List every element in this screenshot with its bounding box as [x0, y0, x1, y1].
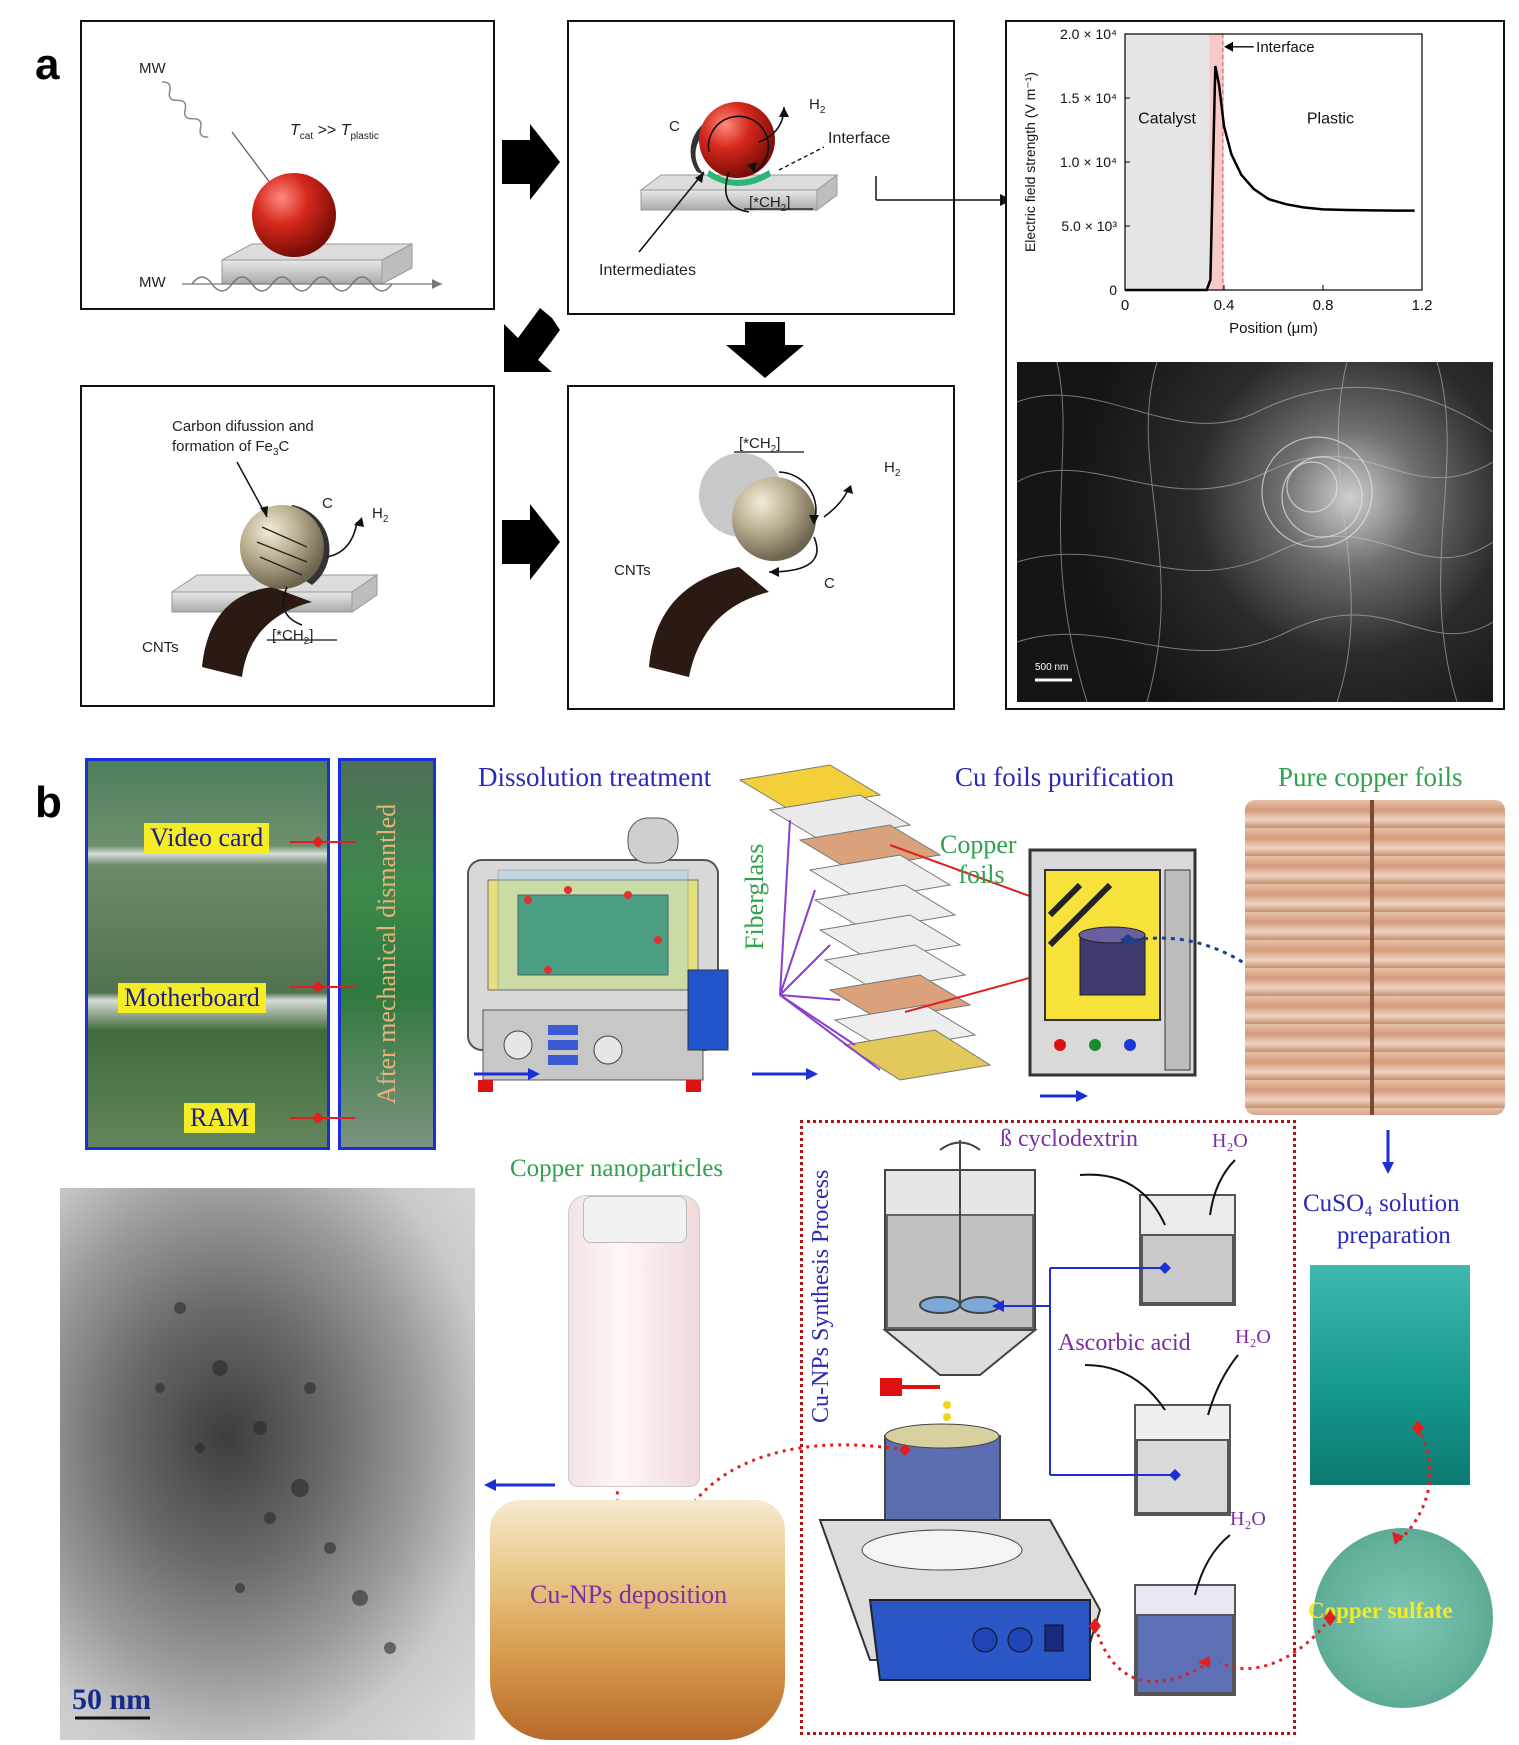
cnts-label: CNTs [614, 562, 651, 579]
mechanism-step-1: MW MW Tcat >> Tplastic [80, 20, 495, 310]
interface-label: Interface [828, 130, 891, 147]
copper-foils-label: Copper foils [940, 830, 1017, 889]
nanoparticle-texture [75, 1302, 396, 1720]
y-tick-label: 5.0 × 10³ [1061, 218, 1117, 234]
mechanism-step-4: [*CH2] H2 CNTs C [567, 385, 955, 710]
cnts-label: CNTs [142, 639, 179, 656]
chart-region-0 [1125, 34, 1210, 290]
field-strength-chart: 0 0.4 0.8 1.2 0 5.0 × 10³ 1.0 × 10⁴ 1.5 × 10⁴ 2.… [1022, 26, 1433, 337]
y-tick-label: 0 [1109, 282, 1117, 298]
carbon-label: C [669, 118, 680, 135]
layer-stack [738, 764, 1151, 1081]
ewaste-boards-frame: Video card Motherboard RAM [85, 758, 330, 1150]
interface-pointer-arrowhead [1224, 41, 1233, 52]
y-tick-label: 2.0 × 10⁴ [1060, 26, 1117, 42]
cuso4-solution-photo [1310, 1265, 1470, 1485]
dismantled-frame: After mechanical dismantled [338, 758, 436, 1150]
sem-image: 500 nm [1017, 362, 1493, 702]
motherboard-label: Motherboard [118, 983, 266, 1013]
tem-scale-bar-label: 50 nm [72, 1683, 152, 1716]
h2-label: H2 [884, 459, 901, 479]
mechanism-step-2: C H2 Interface [*CH2] Intermediates [567, 20, 955, 315]
ascorbic-acid-label: Ascorbic acid [1058, 1330, 1191, 1356]
carbon-label: C [322, 495, 333, 512]
y-tick-label: 1.0 × 10⁴ [1060, 154, 1117, 170]
y-tick-label: 1.5 × 10⁴ [1060, 90, 1117, 106]
ch2-label: [*CH2] [749, 194, 791, 214]
process-arrows-a [502, 124, 1012, 378]
carbon-label: C [824, 575, 835, 592]
mw-bottom-label: MW [139, 274, 166, 291]
x-tick-label: 0.8 [1313, 297, 1334, 314]
mw-top-label: MW [139, 60, 166, 77]
nanotube-texture [1017, 362, 1493, 702]
x-axis-label: Position (μm) [1229, 320, 1318, 337]
interface-annotation-label: Interface [1256, 39, 1314, 56]
plastic-region-label: Plastic [1307, 111, 1354, 128]
panel-letter-b: b [35, 778, 62, 827]
dissolution-device [467, 817, 729, 1092]
ch2-label: [*CH2] [272, 627, 314, 647]
tem-image: 50 nm [60, 1188, 475, 1740]
pure-copper-foils-title: Pure copper foils [1278, 762, 1463, 792]
step3-illustration [170, 461, 379, 677]
video-card-label: Video card [144, 823, 270, 853]
purification-oven [1028, 848, 1197, 1077]
y-axis-label: Electric field strength (V m⁻¹) [1022, 72, 1038, 252]
x-tick-label: 1.2 [1412, 297, 1433, 314]
field-strength-series-line [1125, 65, 1415, 292]
cu-nps-deposition-photo: Cu-NPs deposition [490, 1500, 785, 1740]
h2o-label-3: H₂O [1230, 1508, 1266, 1530]
pure-copper-foils-photo [1245, 800, 1505, 1115]
cu-foils-purification-title: Cu foils purification [955, 762, 1174, 792]
h2o-label-1: H₂O [1212, 1130, 1248, 1152]
x-tick-label: 0 [1121, 297, 1129, 314]
sem-scale-bar-label: 500 nm [1035, 662, 1069, 673]
h2-label: H2 [809, 96, 826, 116]
panel-letter-a: a [35, 40, 60, 89]
b-cyclodextrin-label: ß cyclodextrin [1000, 1126, 1138, 1152]
field-strength-panel: 0 0.4 0.8 1.2 0 5.0 × 10³ 1.0 × 10⁴ 1.5 × 10⁴ 2.… [1005, 20, 1505, 710]
catalyst-region-label: Catalyst [1138, 111, 1196, 128]
copper-nanoparticles-title: Copper nanoparticles [510, 1155, 724, 1182]
cu-nps-deposition-label: Cu-NPs deposition [530, 1580, 728, 1609]
intermediates-label: Intermediates [599, 262, 696, 279]
step4-illustration [649, 451, 853, 677]
cuso4-preparation-title: CuSO₄ solution preparation [1303, 1190, 1460, 1249]
h2o-label-2: H₂O [1235, 1326, 1271, 1348]
h2-label: H2 [372, 505, 389, 525]
temperature-relation: Tcat >> Tplastic [290, 122, 379, 143]
copper-nanoparticle-vial-photo [568, 1195, 700, 1487]
copper-sulfate-powder-photo: Copper sulfate [1308, 1528, 1493, 1708]
step2-illustration [638, 102, 839, 253]
dissolution-treatment-title: Dissolution treatment [478, 762, 712, 792]
process-arrow-3-4 [502, 504, 560, 580]
ch2-label: [*CH2] [739, 435, 781, 455]
x-tick-label: 0.4 [1214, 297, 1235, 314]
step1-illustration [161, 81, 442, 292]
ram-label: RAM [184, 1103, 256, 1133]
synthesis-process-box: Cu-NPs Synthesis Process [800, 1120, 1296, 1735]
